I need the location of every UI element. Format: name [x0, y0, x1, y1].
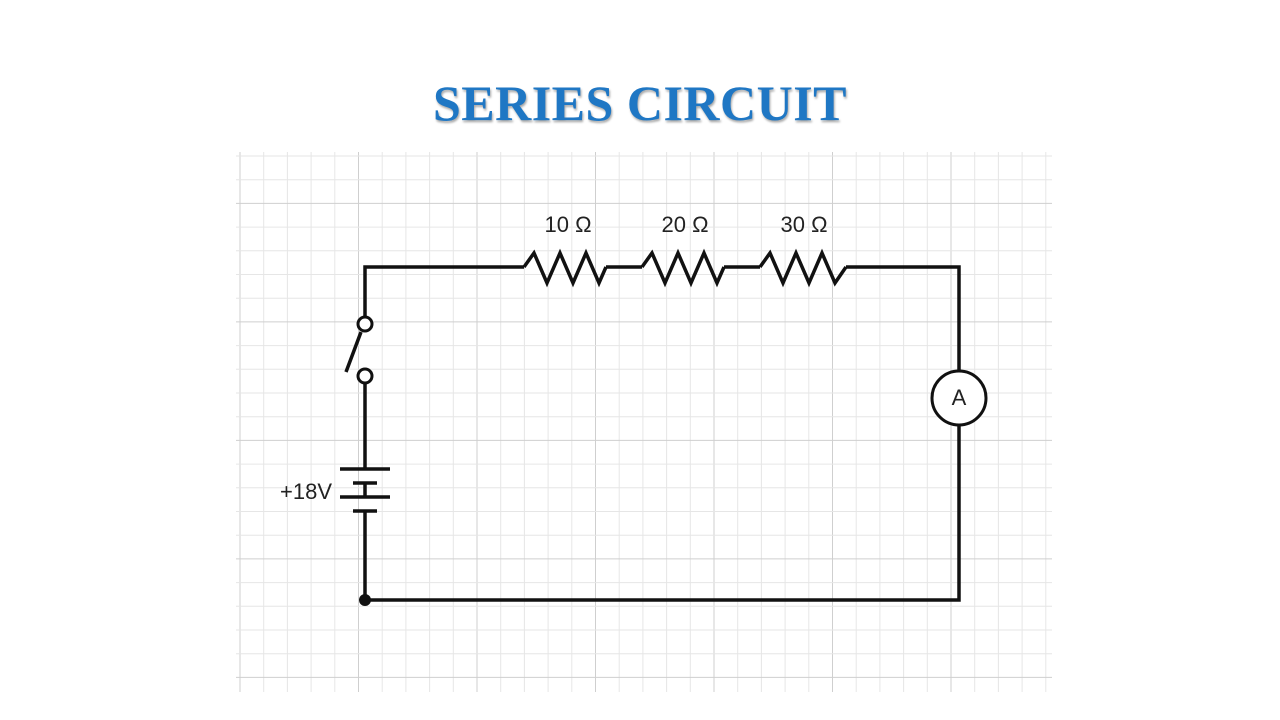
page-title: SERIES CIRCUIT	[432, 75, 848, 131]
ammeter-label: A	[952, 385, 967, 410]
wire-top-right	[846, 265, 961, 374]
junction-dot	[359, 594, 371, 606]
resistor-20-ohm	[640, 248, 726, 288]
resistor-10-ohm	[522, 248, 608, 288]
resistor-label: 10 Ω	[544, 212, 591, 237]
circuit-diagram: 10 Ω 20 Ω 30 Ω +18V A	[236, 152, 1052, 692]
switch-symbol	[344, 315, 374, 385]
ammeter-symbol	[930, 369, 988, 427]
resistor-30-ohm	[758, 248, 848, 288]
wire-top-left	[363, 265, 524, 323]
resistor-label: 30 Ω	[780, 212, 827, 237]
battery-label: +18V	[280, 479, 332, 504]
battery-symbol	[340, 467, 390, 519]
resistor-label: 20 Ω	[661, 212, 708, 237]
circuit-svg: 10 Ω 20 Ω 30 Ω +18V A	[236, 152, 1052, 692]
grid	[236, 152, 1052, 692]
wire-right-lower	[363, 422, 961, 602]
